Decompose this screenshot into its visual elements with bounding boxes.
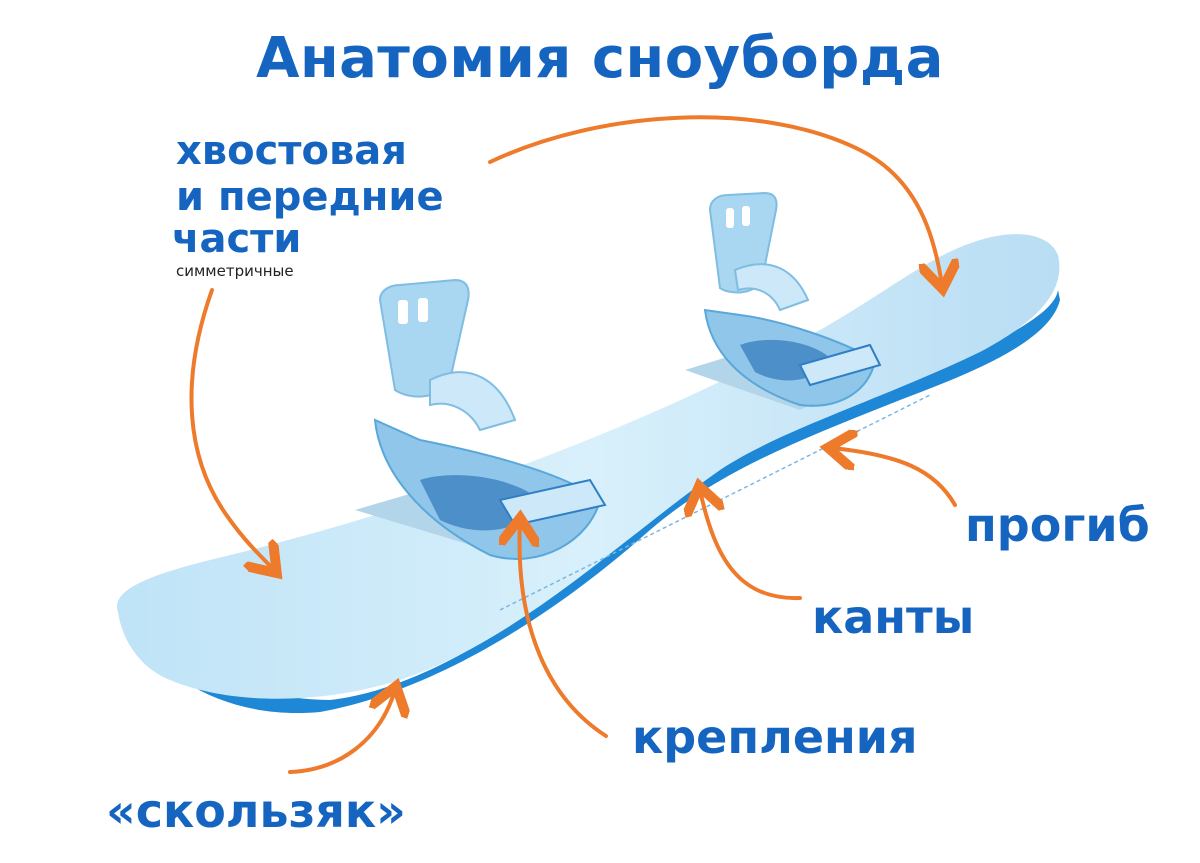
arrow-edges [700,490,802,601]
arrow-bindings [520,522,608,738]
binding-rear [355,278,607,560]
label-edges: канты [812,590,975,644]
binding-rear-slot-left [398,300,408,324]
binding-front [685,191,882,410]
label-bindings: крепления [632,710,918,764]
label-tail-nose-note: симметричные [176,262,294,280]
label-base: «скользяк» [106,784,406,838]
binding-front-slot-right [742,206,750,226]
binding-front-toestrap [798,343,882,387]
binding-front-strap [733,263,810,312]
label-tail-nose-line3: части [172,216,302,262]
binding-front-slot-left [726,208,734,228]
label-tail-nose-line1: хвостовая [176,128,407,174]
label-camber: прогиб [965,498,1150,552]
arrow-tail [189,288,274,570]
arrow-camber [832,448,957,507]
arrow-base [288,690,395,774]
page-title: Анатомия сноуборда [256,26,944,91]
arrow-nose [488,115,942,285]
label-tail-nose-line2: и передние [176,174,444,220]
binding-rear-strap [429,371,517,432]
binding-rear-slot-right [418,298,428,322]
arrows [189,115,957,774]
